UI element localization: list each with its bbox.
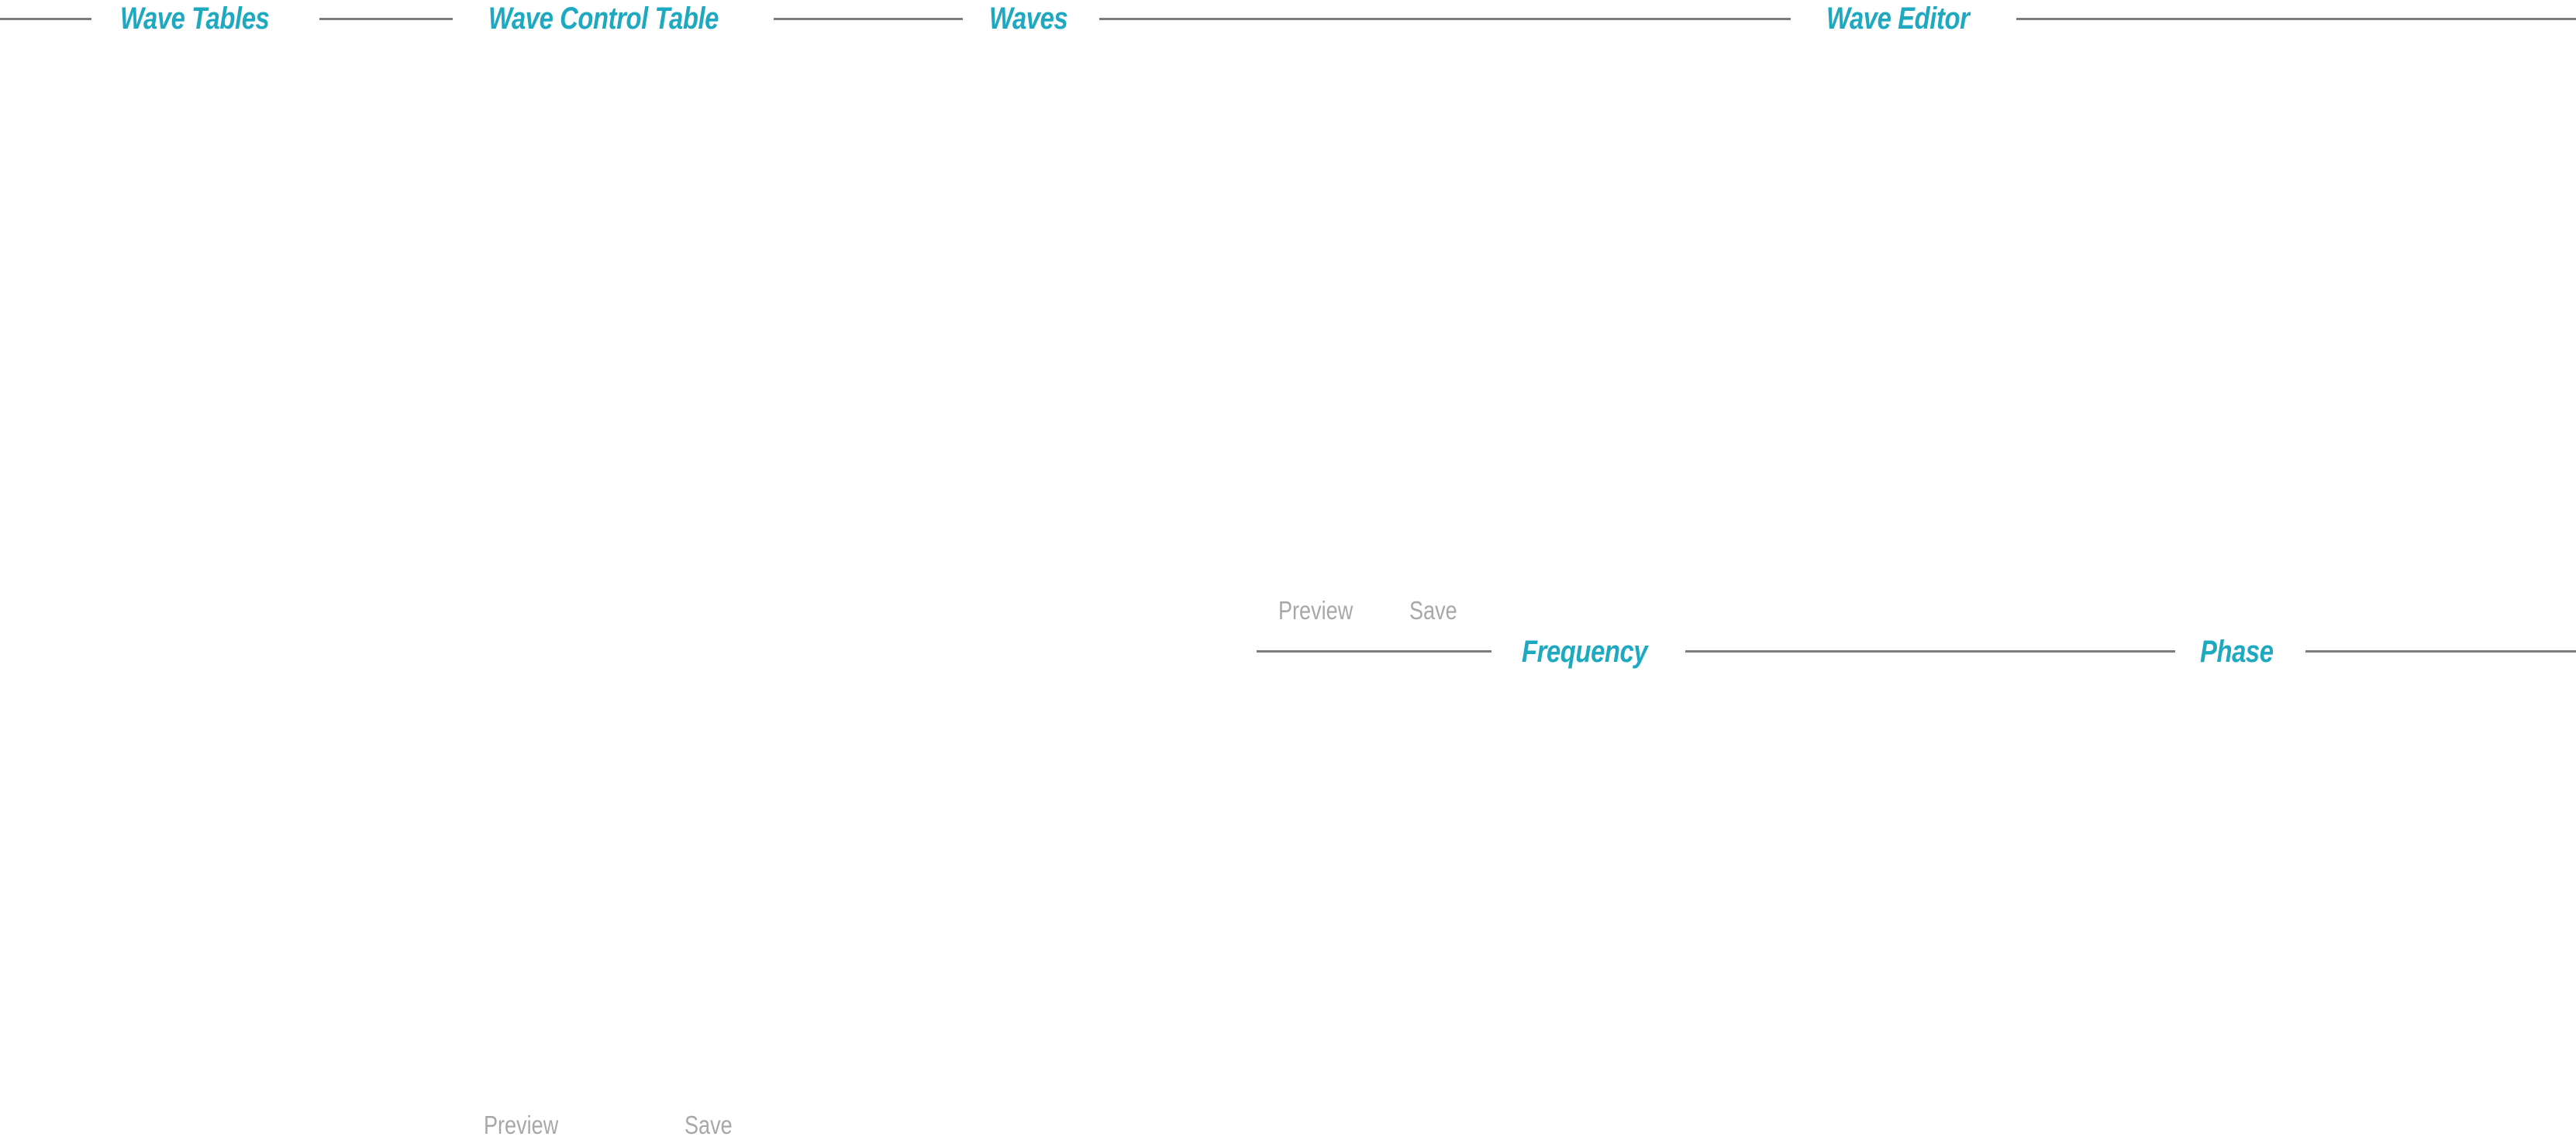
wave-editor-save-button[interactable]: Save (1409, 596, 1457, 625)
waves-title: Waves (989, 2, 1068, 36)
divider-line (0, 18, 91, 20)
divider-line (774, 18, 963, 20)
phase-title: Phase (2200, 635, 2274, 669)
divider-line (2016, 18, 2576, 20)
divider-line (319, 18, 453, 20)
wave-control-table-preview-button[interactable]: Preview (484, 1111, 559, 1139)
divider-line (1257, 650, 1491, 653)
wave-editor-preview-button[interactable]: Preview (1278, 596, 1354, 625)
frequency-title: Frequency (1522, 635, 1648, 669)
wave-control-table-save-button[interactable]: Save (685, 1111, 733, 1139)
divider-line (2305, 650, 2576, 653)
divider-line (1099, 18, 1791, 20)
divider-line (1685, 650, 2175, 653)
wave-control-table-title: Wave Control Table (488, 2, 719, 36)
wave-tables-title: Wave Tables (120, 2, 270, 36)
wave-editor-title: Wave Editor (1826, 2, 1970, 36)
